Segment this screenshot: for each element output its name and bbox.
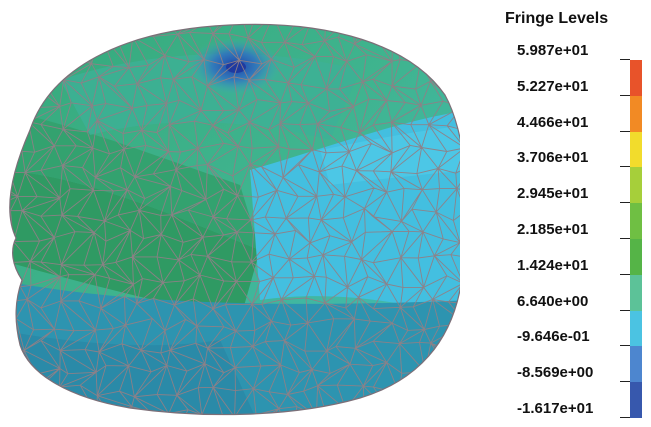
legend-level-label: 3.706e+01 bbox=[517, 149, 589, 167]
legend-level-label: 5.227e+01 bbox=[517, 77, 589, 95]
legend-color-swatch bbox=[630, 167, 642, 204]
legend-level-label: 1.424e+01 bbox=[517, 256, 589, 274]
legend-level-label: 2.185e+01 bbox=[517, 221, 589, 238]
legend-tick bbox=[620, 238, 630, 239]
legend-tick bbox=[620, 166, 630, 168]
legend-color-swatch bbox=[630, 203, 642, 239]
legend-tick bbox=[620, 381, 630, 383]
legend-tick bbox=[620, 417, 630, 418]
legend-level-label: -1.617e+01 bbox=[517, 400, 594, 417]
legend-level-label: 5.987e+01 bbox=[517, 42, 589, 59]
legend-title: Fringe Levels bbox=[505, 10, 609, 27]
model-body bbox=[9, 24, 460, 415]
legend-tick bbox=[620, 130, 630, 132]
legend-color-swatch bbox=[630, 346, 642, 383]
legend-tick bbox=[620, 345, 630, 347]
legend-tick bbox=[620, 309, 630, 311]
legend-tick bbox=[620, 59, 630, 60]
legend-level-label: -8.569e+00 bbox=[517, 364, 594, 382]
legend-tick bbox=[620, 94, 630, 96]
legend-color-swatch bbox=[630, 60, 642, 96]
fe-mesh-model[interactable] bbox=[0, 0, 460, 427]
legend-level-label: -9.646e-01 bbox=[517, 328, 590, 346]
region-left-green bbox=[9, 170, 260, 320]
legend-tick bbox=[620, 202, 630, 204]
fringe-legend: Fringe Levels 5.987e+01 5.227e+01 4.466e+0… bbox=[460, 0, 651, 427]
legend-color-swatch bbox=[630, 274, 642, 311]
legend-color-swatch bbox=[630, 310, 642, 347]
legend-color-swatch bbox=[630, 131, 642, 168]
legend-level-label: 4.466e+01 bbox=[517, 113, 589, 131]
legend-level-label: 6.640e+00 bbox=[517, 292, 589, 310]
legend-level-label: 2.945e+01 bbox=[517, 185, 589, 203]
legend-color-swatch bbox=[630, 239, 642, 275]
legend-color-swatch bbox=[630, 95, 642, 132]
legend-tick bbox=[620, 273, 630, 275]
legend-color-swatch bbox=[630, 382, 642, 418]
model-viewport[interactable] bbox=[0, 0, 460, 427]
